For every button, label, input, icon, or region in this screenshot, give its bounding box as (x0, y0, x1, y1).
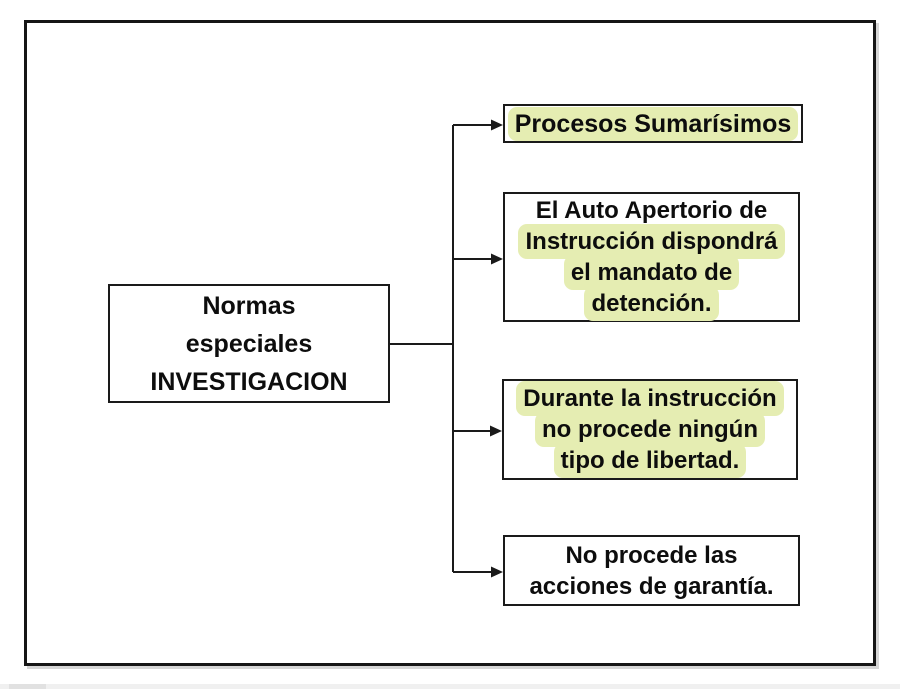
text-line: tipo de libertad. (553, 445, 747, 476)
text-line: Durante la instrucción (516, 383, 784, 414)
text-line: Procesos Sumarísimos (507, 108, 799, 139)
text-line: No procede las (565, 541, 738, 569)
branch-box-no-procede-garantia: No procede las acciones de garantía. (503, 535, 800, 606)
horizontal-scrollbar[interactable] (0, 684, 900, 689)
text-line: Instrucción dispondrá (518, 226, 785, 257)
text-line: El Auto Apertorio de (535, 197, 768, 224)
text-line: el mandato de (563, 257, 740, 288)
text-line: detención. (584, 288, 719, 319)
text-line: INVESTIGACION (150, 367, 348, 396)
horizontal-scrollbar-thumb[interactable] (9, 684, 46, 689)
text-line: Normas (202, 291, 296, 320)
text-line: especiales (185, 329, 313, 358)
branch-box-procesos-sumarisimos: Procesos Sumarísimos (503, 104, 803, 143)
text-line: no procede ningún (535, 414, 765, 445)
text-line: acciones de garantía. (529, 572, 774, 600)
